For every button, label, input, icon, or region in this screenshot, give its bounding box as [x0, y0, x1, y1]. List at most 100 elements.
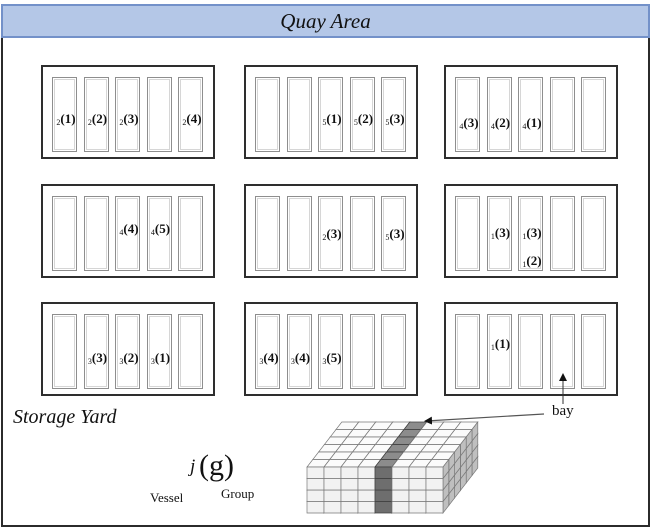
vessel-group-label: 2(1): [50, 111, 82, 127]
bay-slot: 2(1): [52, 77, 77, 152]
yard-block: 2(3)5(3): [244, 184, 418, 278]
group-index: (3): [326, 226, 342, 241]
bay-slot: [549, 77, 575, 152]
bay-slot: 4(1): [518, 77, 543, 152]
bay-slot: [52, 314, 77, 389]
vessel-index: 1: [490, 232, 495, 241]
quay-area-header: Quay Area: [1, 4, 650, 38]
bay-slot: 2(3): [318, 196, 343, 271]
vessel-group-label: 4(3): [453, 115, 485, 131]
yard-block: 3(4)3(4)3(5): [244, 302, 418, 396]
bay-slot: [146, 77, 172, 152]
group-index: (2): [123, 350, 139, 365]
group-index: (4): [123, 221, 139, 236]
bay-slot: 2(2): [83, 77, 109, 152]
bay-slot: [255, 77, 280, 152]
vessel-index: 5: [385, 233, 390, 242]
vessel-group-label: 3(2): [113, 350, 145, 366]
bay-slot: [455, 314, 480, 389]
bay-slot: [518, 314, 543, 389]
group-index: (3): [526, 225, 542, 240]
legend-vessel-label: Vessel: [150, 490, 184, 505]
bay-slot: 3(5): [318, 314, 343, 389]
vessel-index: 2: [56, 118, 61, 127]
group-index: (4): [186, 111, 202, 126]
vessel-index: 5: [322, 118, 327, 127]
yard-block: 4(3)4(2)4(1): [444, 65, 618, 159]
vessel-group-label: 4(1): [516, 115, 548, 131]
vessel-index: 4: [150, 228, 155, 237]
group-index: (3): [91, 350, 108, 365]
bay-slot: [286, 77, 312, 152]
group-index: (2): [91, 111, 108, 126]
bay-slot: [178, 196, 203, 271]
bay-slot: [349, 314, 375, 389]
bay-slot: 1(3): [486, 196, 512, 271]
bay-slot: 3(2): [115, 314, 140, 389]
group-index: (3): [389, 111, 405, 126]
storage-yard-frame: [1, 35, 650, 527]
bay-slot: [286, 196, 312, 271]
group-index: (3): [494, 225, 511, 240]
vessel-group-label: 5(1): [316, 111, 348, 127]
yard-block: 2(1)2(2)2(3)2(4): [41, 65, 215, 159]
vessel-group-label: 5(3): [379, 226, 411, 242]
bay-slot: 2(3): [115, 77, 140, 152]
vessel-group-label: 4(4): [113, 221, 145, 237]
vessel-group-label: 5(2): [348, 111, 380, 127]
bay-slot: 5(3): [381, 77, 406, 152]
bay-slot: 1(3)1(2): [518, 196, 543, 271]
container-cube: [425, 458, 450, 480]
vessel-group-label: 1(3): [485, 225, 517, 241]
bay-slot: 5(3): [381, 196, 406, 271]
bay-slot: 3(4): [255, 314, 280, 389]
yard-block: 1(3)1(3)1(2): [444, 184, 618, 278]
vessel-group-label: 3(1): [145, 350, 177, 366]
vessel-index: 3: [150, 357, 155, 366]
vessel-group-label: 2(3): [113, 111, 145, 127]
vessel-group-label: 1(3): [516, 225, 548, 241]
vessel-group-label: 3(5): [316, 350, 348, 366]
vessel-index: 4: [522, 122, 527, 131]
bay-slot: [349, 196, 375, 271]
bay-slot: [455, 196, 480, 271]
bay-slot: 1(1): [486, 314, 512, 389]
group-index: (1): [494, 336, 511, 351]
vessel-index: 2: [322, 233, 327, 242]
group-index: (1): [154, 350, 171, 365]
group-index: (4): [294, 350, 311, 365]
group-index: (1): [326, 111, 342, 126]
group-index: (2): [494, 115, 511, 130]
vessel-index: 3: [119, 357, 124, 366]
vessel-index: 3: [259, 357, 264, 366]
bay-slot: [549, 196, 575, 271]
vessel-index: 2: [119, 118, 124, 127]
bay-slot: [581, 77, 606, 152]
yard-block: 4(4)4(5): [41, 184, 215, 278]
group-index: (1): [60, 111, 76, 126]
bay-slot: 5(2): [349, 77, 375, 152]
bay-slot: 4(2): [486, 77, 512, 152]
vessel-index: 5: [353, 118, 358, 127]
vessel-index: 3: [322, 357, 327, 366]
bay-slot: [581, 314, 606, 389]
vessel-index: 2: [87, 118, 92, 127]
bay-slot: [52, 196, 77, 271]
vessel-group-label: 3(3): [82, 350, 114, 366]
group-index: (1): [526, 115, 542, 130]
bay-slot: 4(3): [455, 77, 480, 152]
bay-3d-pointer-arrow: [424, 413, 545, 425]
group-index: (3): [463, 115, 479, 130]
vessel-group-label: 5(3): [379, 111, 411, 127]
yard-block: 3(3)3(2)3(1): [41, 302, 215, 396]
vessel-index: 3: [290, 357, 295, 366]
yard-block: 1(1): [444, 302, 618, 396]
vessel-group-label: 3(4): [285, 350, 317, 366]
vessel-group-label: 2(3): [316, 226, 348, 242]
vessel-group-label: 2(2): [82, 111, 114, 127]
vessel-index: 4: [490, 122, 495, 131]
vessel-index: 1: [522, 260, 527, 269]
bay-slot: [581, 196, 606, 271]
vessel-index: 4: [459, 122, 464, 131]
vessel-index: 5: [385, 118, 390, 127]
